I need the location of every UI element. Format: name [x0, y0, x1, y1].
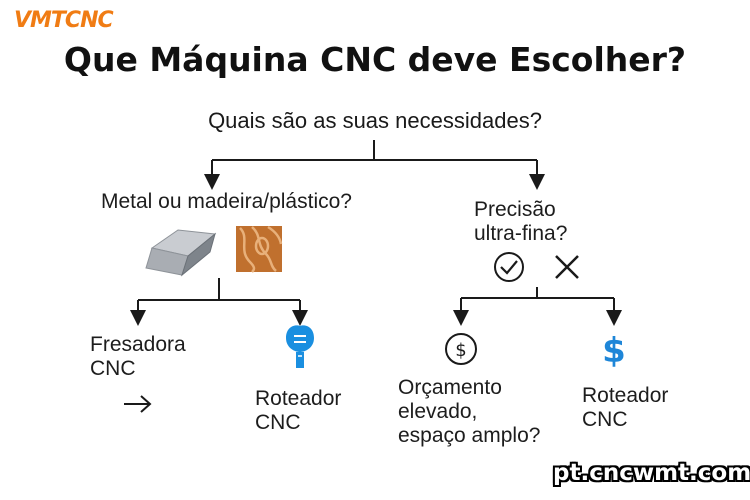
material-question: Metal ou madeira/plástico?	[101, 190, 352, 213]
root-question: Quais são as suas necessidades?	[208, 108, 542, 133]
root-connector	[211, 140, 538, 183]
option-milling-line1: Fresadora	[90, 333, 186, 356]
option-router-right-line2: CNC	[582, 408, 628, 431]
cross-icon	[555, 255, 579, 279]
dollar-circle-icon: $	[445, 333, 477, 365]
svg-text:$: $	[455, 340, 466, 361]
wood-grain-icon	[236, 225, 283, 273]
option-budget-line2: elevado,	[398, 400, 478, 423]
page-title: Que Máquina CNC deve Escolher?	[63, 40, 687, 79]
site-watermark: pt.cncwmt.com	[553, 460, 750, 486]
option-router-left-line2: CNC	[255, 411, 301, 434]
brand-logo: VMTCNC	[14, 8, 114, 33]
option-cnc-router-right: Roteador CNC	[582, 384, 668, 432]
option-budget-line3: espaço amplo?	[398, 424, 541, 447]
precision-question-line1: Precisão	[474, 198, 556, 221]
check-icon	[494, 252, 524, 282]
option-milling-line2: CNC	[90, 357, 136, 380]
right-connector	[460, 287, 615, 318]
svg-text:$: $	[602, 331, 626, 371]
precision-question: Precisão ultra-fina?	[474, 198, 567, 246]
option-budget-line1: Orçamento	[398, 376, 502, 399]
option-high-budget: Orçamento elevado, espaço amplo?	[398, 376, 540, 448]
dollar-sign-icon: $	[602, 331, 626, 371]
metal-ingot-icon	[145, 229, 217, 277]
precision-question-line2: ultra-fina?	[474, 222, 568, 245]
left-connector	[137, 278, 301, 318]
router-bit-icon	[286, 325, 314, 368]
right-arrow-icon	[124, 395, 152, 413]
option-milling-machine: Fresadora CNC	[90, 333, 186, 381]
option-router-right-line1: Roteador	[582, 384, 669, 407]
option-cnc-router-left: Roteador CNC	[255, 387, 341, 435]
option-router-left-line1: Roteador	[255, 387, 342, 410]
